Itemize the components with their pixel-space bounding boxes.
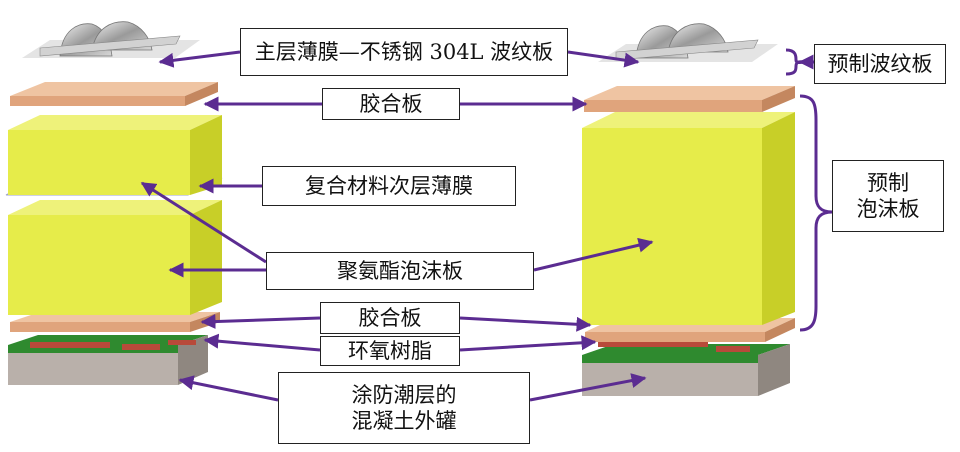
left-stack (5, 21, 223, 385)
label-precast-foam: 预制 泡沫板 (832, 160, 944, 232)
label-concrete: 涂防潮层的 混凝土外罐 (278, 372, 530, 444)
arrow-concrete-right (529, 373, 647, 402)
label-plywood-bottom: 胶合板 (320, 302, 460, 334)
arrow-plywood-bottom-right (459, 316, 592, 332)
arrow-concrete-left (178, 375, 279, 402)
left-steel-corrugated-sheet (22, 21, 200, 58)
brace-precast-corrugated (785, 48, 809, 76)
arrow-plywood-bottom-left (200, 314, 321, 330)
label-composite-film: 复合材料次层薄膜 (262, 166, 516, 206)
label-concrete-line2: 混凝土外罐 (351, 409, 457, 433)
label-epoxy: 环氧树脂 (320, 336, 460, 366)
left-foam-upper (8, 115, 222, 195)
arrow-main-film-right (567, 50, 640, 68)
right-steel-corrugated-sheet (598, 23, 778, 62)
arrows (140, 50, 814, 402)
arrow-main-film-left (158, 50, 241, 68)
label-pu-foam: 聚氨酯泡沫板 (266, 252, 534, 290)
arrow-foam-left-upper (140, 181, 267, 264)
arrow-foam-right (533, 237, 654, 272)
arrow-epoxy-left (203, 333, 321, 352)
right-plywood-top (584, 86, 795, 112)
left-foam-lower (8, 200, 222, 315)
label-plywood-top: 胶合板 (322, 88, 460, 120)
right-concrete-block (582, 344, 790, 396)
label-precast-foam-line1: 预制 (867, 170, 909, 195)
right-stack (582, 23, 795, 396)
label-main-film: 主层薄膜—不锈钢 304L 波纹板 (240, 28, 568, 76)
brace-precast-foam (799, 94, 833, 332)
right-foam-block (582, 112, 795, 325)
right-epoxy-strips (598, 340, 750, 352)
label-concrete-line1: 涂防潮层的 (351, 382, 457, 407)
arrow-epoxy-right (459, 335, 597, 352)
left-epoxy-strips (30, 340, 196, 350)
label-precast-foam-line2: 泡沫板 (856, 197, 920, 221)
label-precast-corrugated: 预制波纹板 (814, 44, 946, 84)
left-plywood-top (10, 82, 218, 106)
